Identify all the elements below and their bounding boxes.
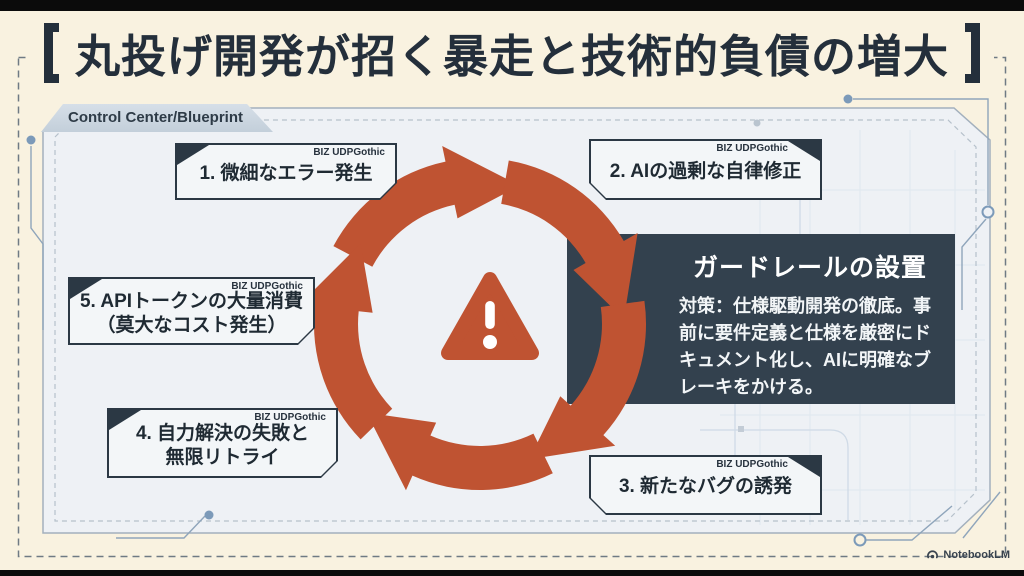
circuit-nodes [26, 94, 995, 547]
bracket-right-icon [965, 22, 980, 83]
cycle-arrows-icon [299, 146, 646, 491]
letterbox-bottom [0, 570, 1024, 576]
cycle-step-box-3: BIZ UDPGothic 3. 新たなバグの誘発 [589, 455, 822, 515]
step-fill [109, 410, 336, 476]
step-fill [177, 145, 395, 198]
step-fill [591, 457, 820, 513]
guardrail-body: 対策：仕様駆動開発の徹底。事前に要件定義と仕様を厳密にドキュメント化し、AIに明… [679, 296, 931, 397]
notebooklm-label: NotebookLM [943, 548, 1010, 561]
font-badge: BIZ UDPGothic [231, 281, 303, 292]
cycle-step-box-5: BIZ UDPGothic 5. APIトークンの大量消費（莫大なコスト発生） [68, 277, 315, 345]
cycle-step-label: 3. 新たなバグの誘発 [618, 476, 793, 497]
guardrail-title: ガードレールの設置 [692, 254, 927, 282]
inner-dashed-frame [54, 119, 977, 522]
cycle-step-box-4: BIZ UDPGothic 4. 自力解決の失敗と無限リトライ [107, 408, 338, 478]
cycle-step-label: 1. 微細なエラー発生 [199, 163, 373, 184]
cycle-step-label: 4. 自力解決の失敗と無限リトライ [135, 423, 310, 468]
font-badge: BIZ UDPGothic [716, 143, 788, 154]
cycle-step-box-2: BIZ UDPGothic 2. AIの過剰な自律修正 [589, 139, 822, 200]
font-badge: BIZ UDPGothic [716, 459, 788, 470]
step-fill [591, 141, 820, 198]
warning-icon [441, 272, 539, 360]
trace-node-square [738, 426, 744, 432]
cycle-step-label: 2. AIの過剰な自律修正 [609, 161, 802, 182]
font-badge: BIZ UDPGothic [313, 147, 385, 158]
letterbox-top [0, 0, 1024, 11]
notebooklm-watermark: NotebookLM [926, 548, 1010, 561]
notebooklm-logo-icon [927, 550, 939, 559]
panel-tab-label: Control Center/Blueprint [68, 109, 243, 126]
page-title: 丸投げ開発が招く暴走と技術的負債の増大 [0, 20, 1024, 85]
circuit-lines [30, 98, 1001, 541]
cycle-step-label: 5. APIトークンの大量消費（莫大なコスト発生） [79, 291, 304, 336]
cycle-step-box-1: BIZ UDPGothic 1. 微細なエラー発生 [175, 143, 397, 200]
title-text: 丸投げ開発が招く暴走と技術的負債の増大 [74, 31, 949, 82]
step-fill [70, 279, 313, 343]
bracket-left-icon [43, 22, 59, 83]
panel-tab: Control Center/Blueprint [41, 104, 273, 132]
font-badge: BIZ UDPGothic [254, 412, 326, 423]
